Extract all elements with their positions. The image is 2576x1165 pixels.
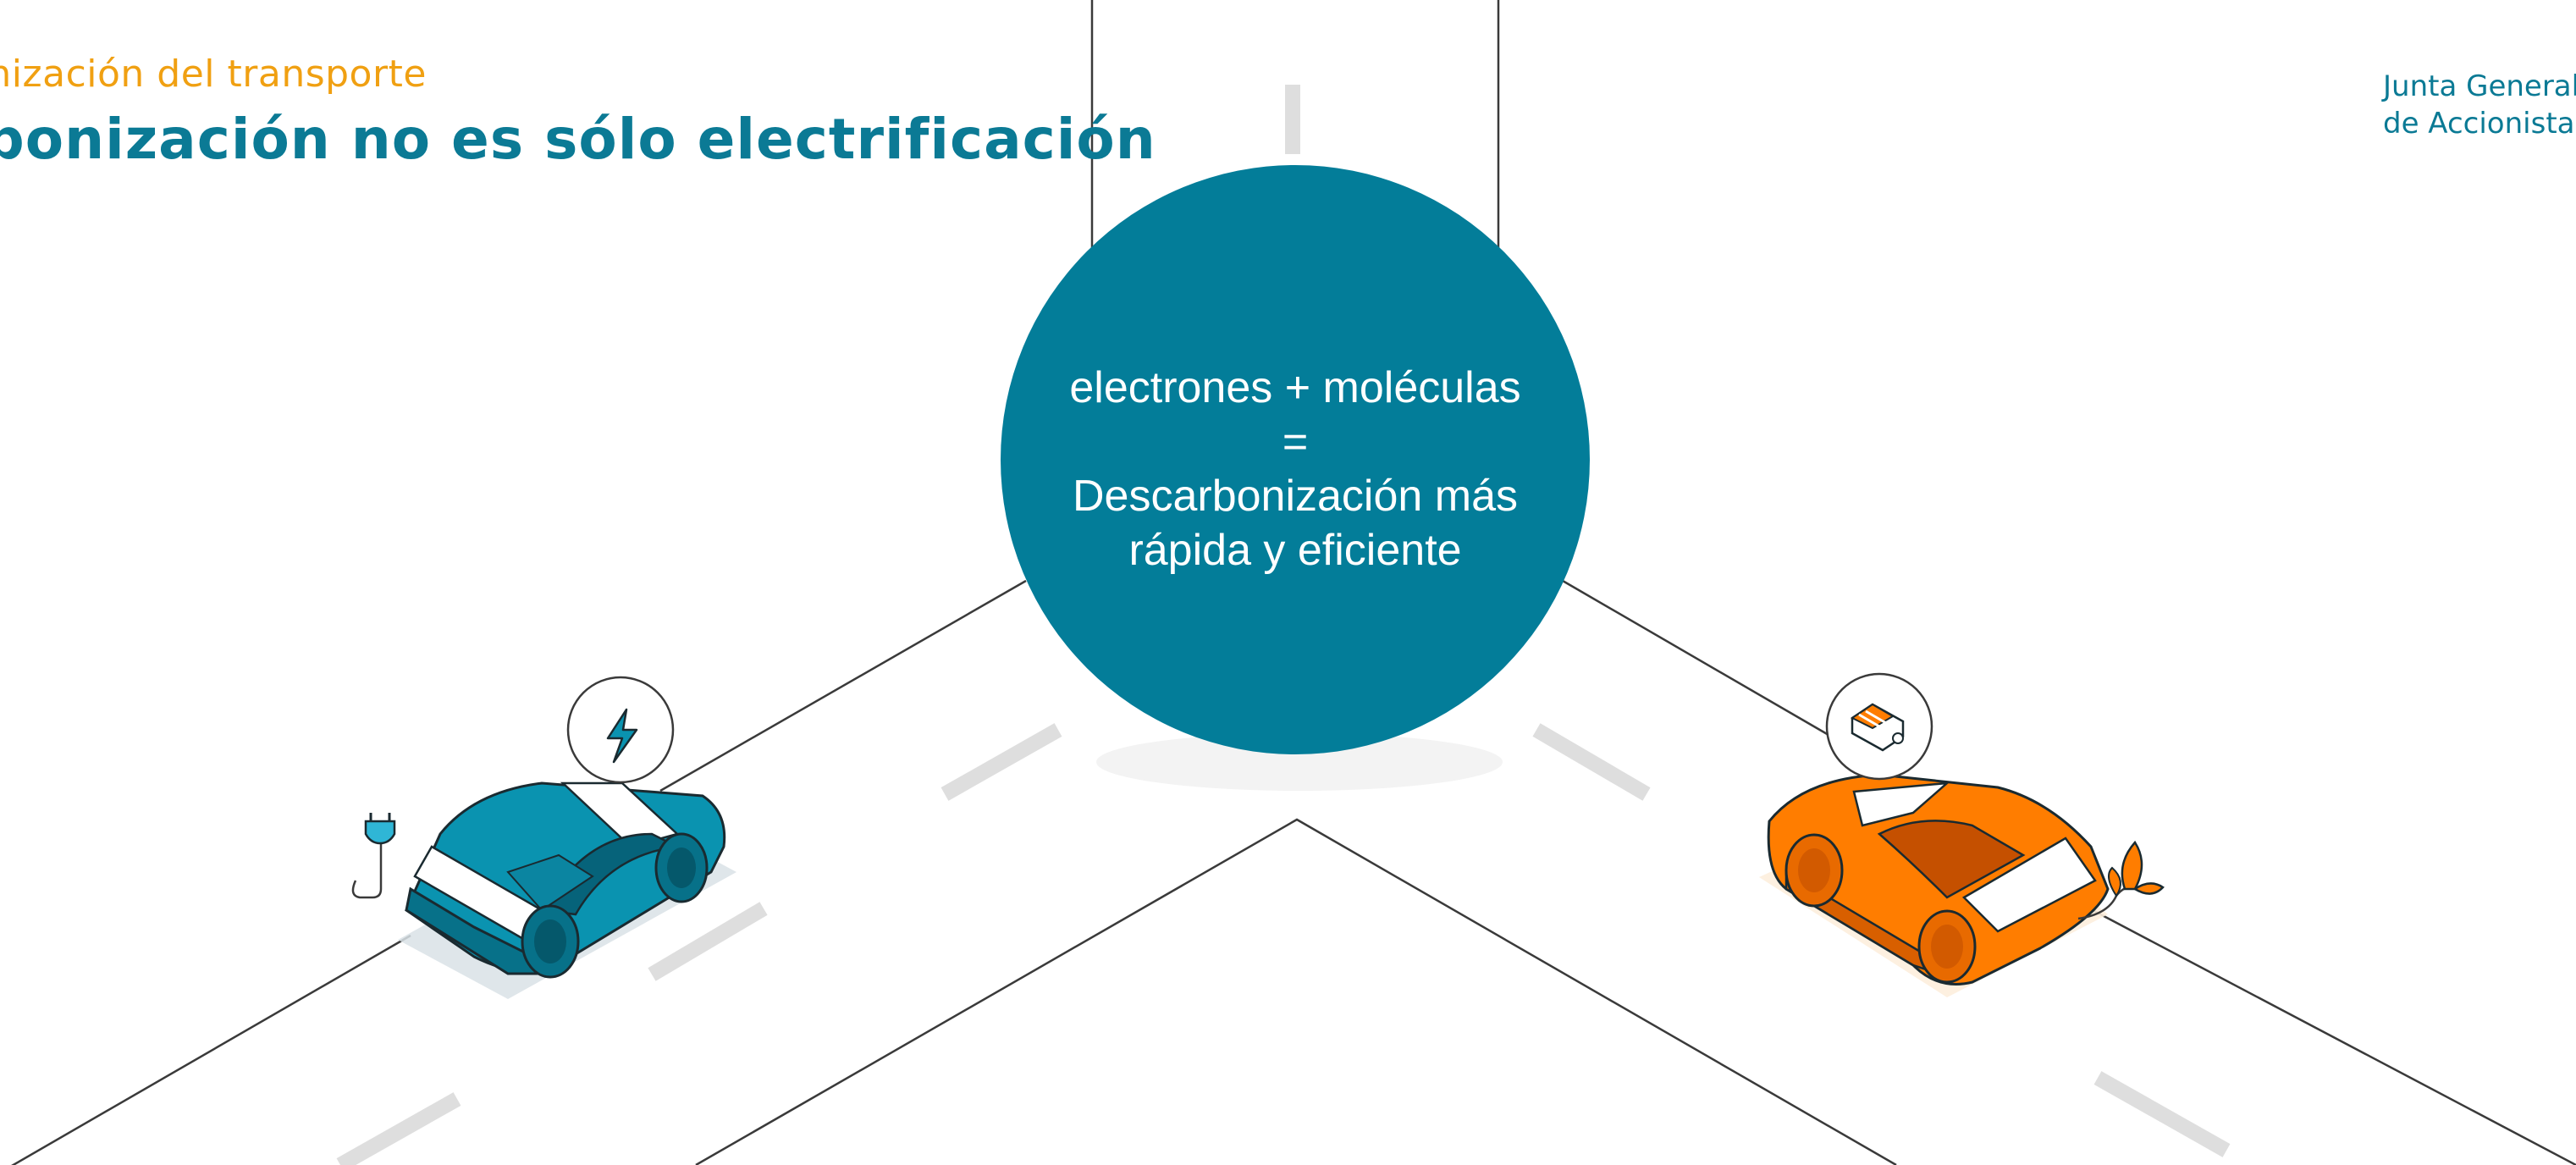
brand-label: Junta General de Accionistas [2383, 68, 2576, 142]
hub-line-3: Descarbonización más [1072, 472, 1519, 521]
electric-car-icon [398, 781, 736, 999]
lightning-badge [566, 676, 675, 784]
plug-icon [351, 813, 396, 899]
hub-line-2: = [1282, 417, 1309, 467]
fuel-car-icon [1759, 773, 2110, 997]
engine-badge [1825, 672, 1933, 781]
page-title: rbonización no es sólo electrificación [0, 107, 1156, 172]
hub-circle [1001, 165, 1590, 754]
north-road [1090, 0, 1500, 262]
lightning-icon [606, 708, 638, 764]
road-dashes [336, 723, 2231, 1165]
brand-line-1: Junta General [2383, 69, 2576, 103]
south-road [695, 818, 1897, 1165]
hub-shadow [1096, 733, 1503, 791]
leaf-sprout-icon [2077, 840, 2165, 920]
brand-line-2: de Accionistas [2383, 107, 2576, 141]
engine-icon [1851, 703, 1905, 752]
hub-line-4: rápida y eficiente [1128, 526, 1462, 575]
section-subtitle: onización del transporte [0, 52, 427, 96]
hub-line-1: electrones + moléculas [1069, 363, 1521, 412]
hub-text: electrones + moléculas = Descarbonizació… [999, 361, 1591, 577]
north-road-dash [1285, 85, 1300, 154]
east-road [1562, 579, 2576, 1165]
west-road [11, 579, 1027, 1165]
